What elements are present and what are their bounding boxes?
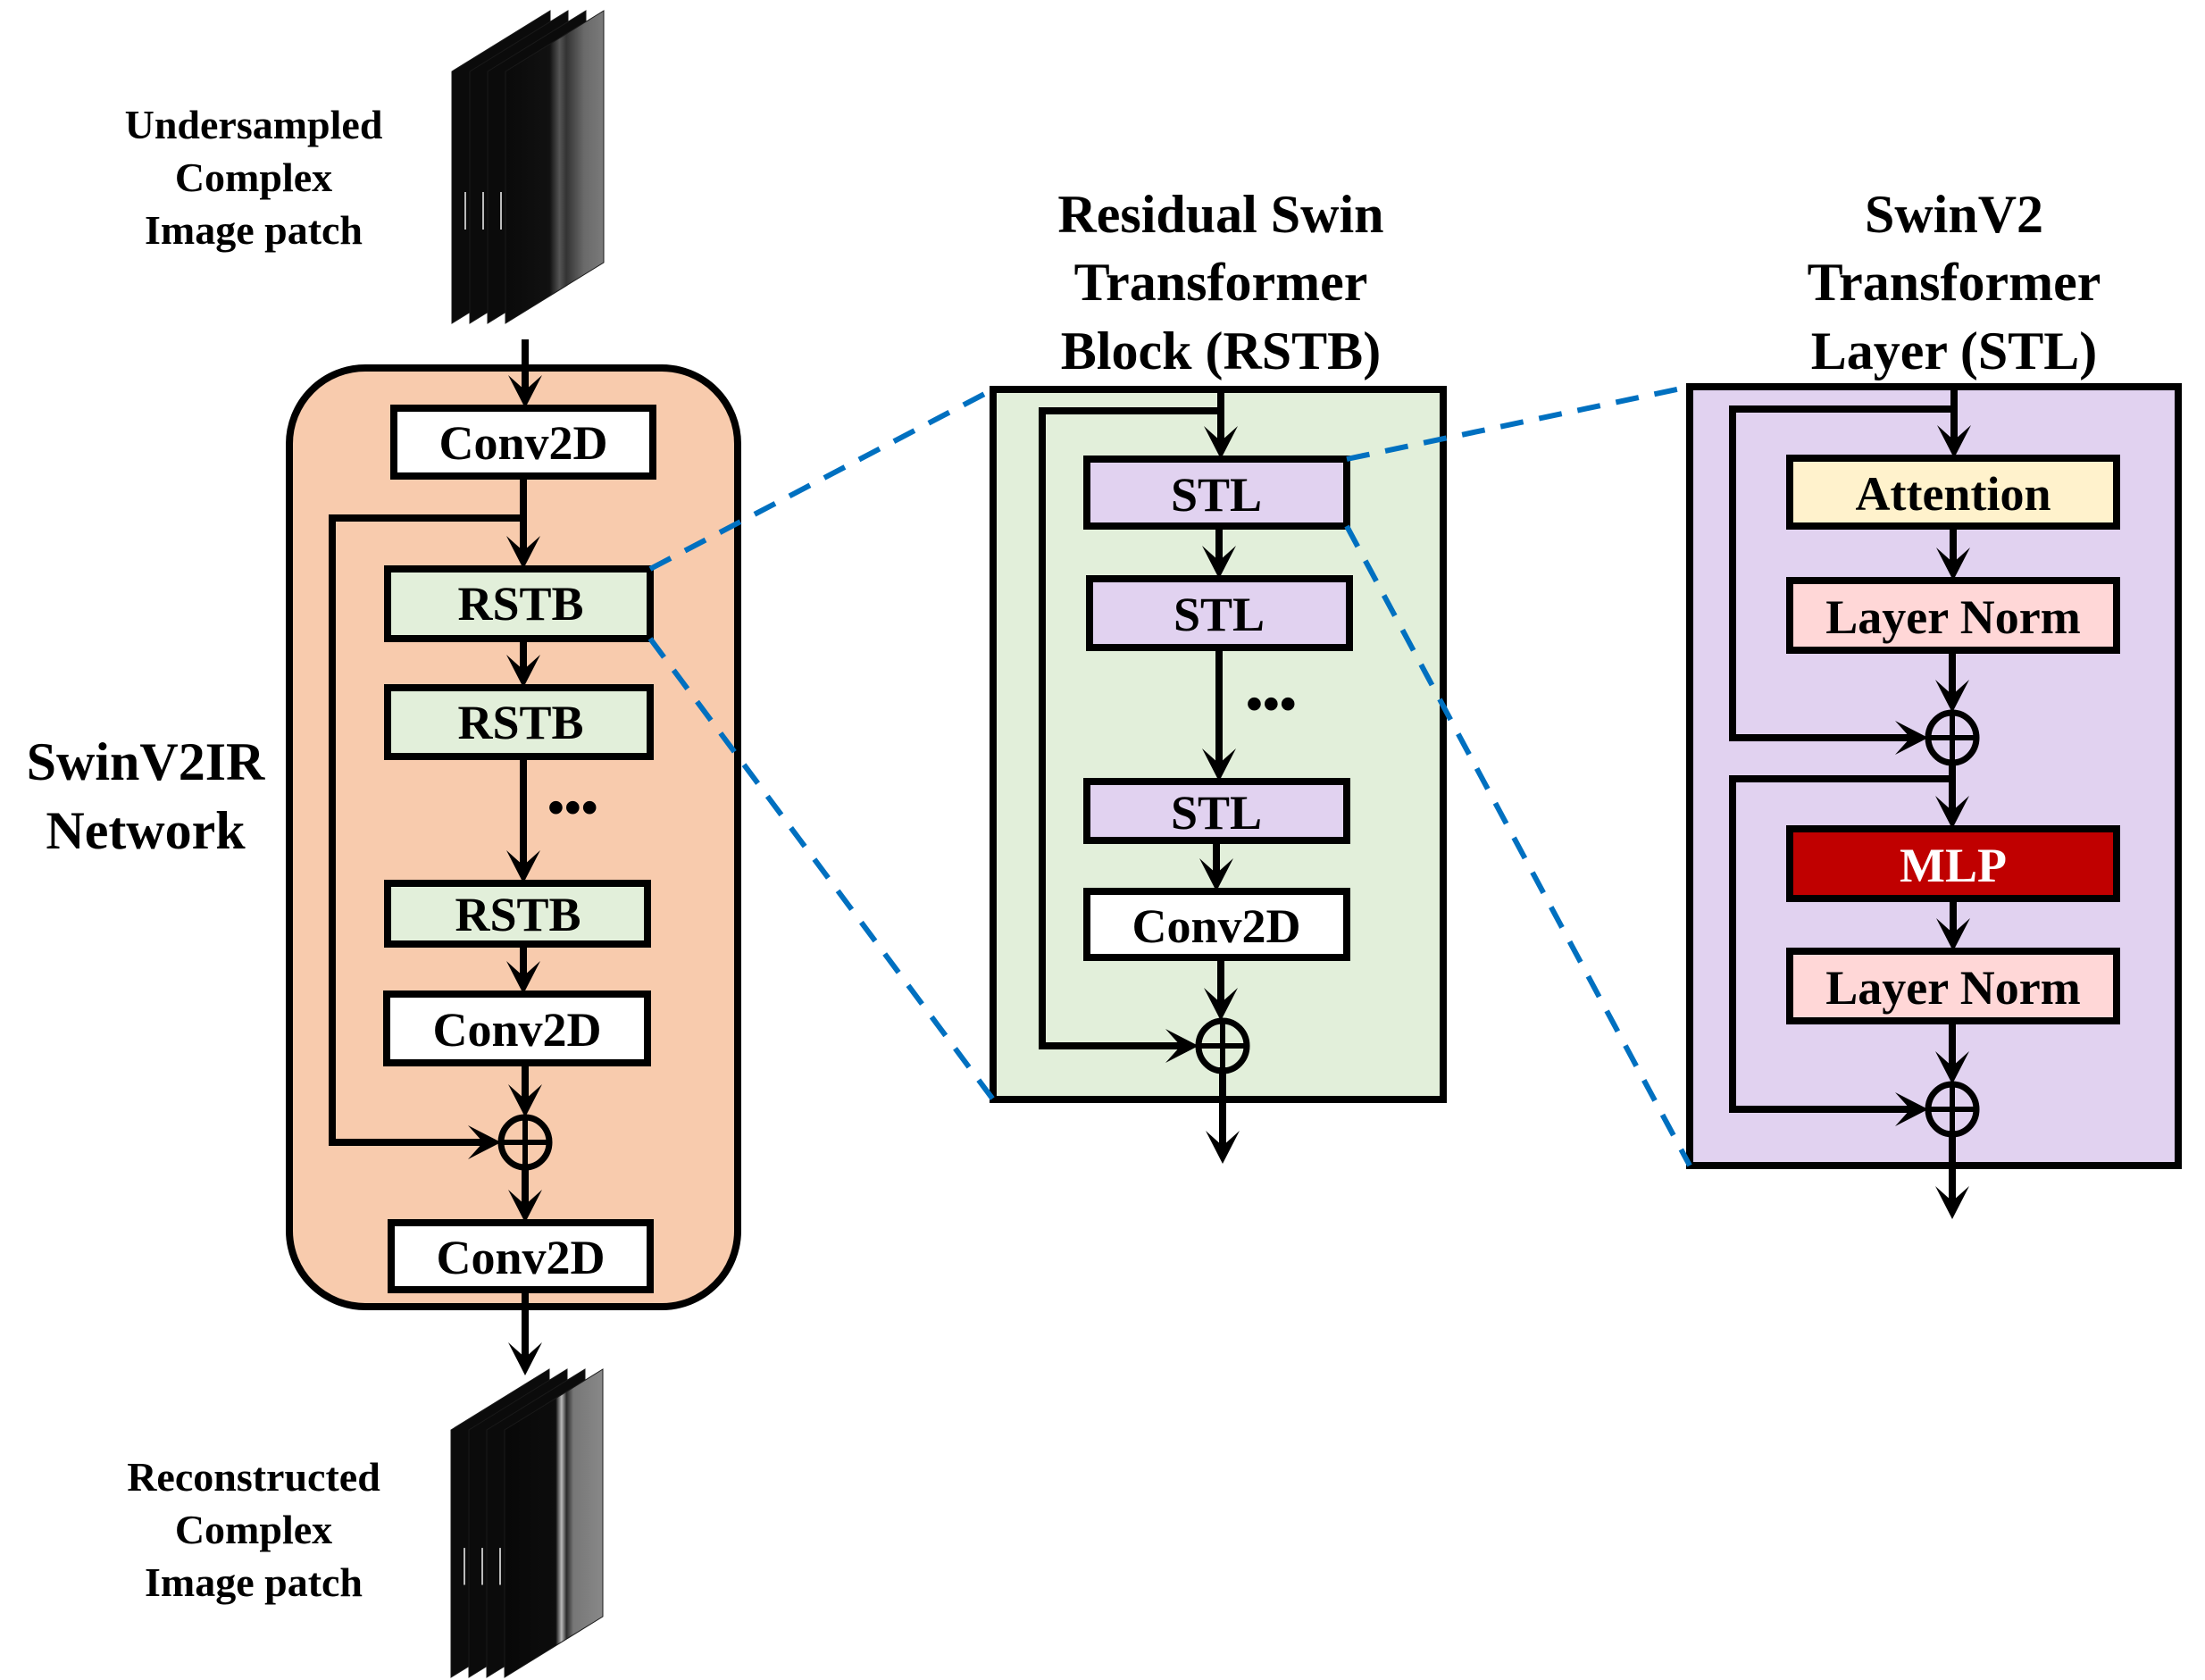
- arrow-down-icon: [1935, 1186, 1969, 1219]
- zoom-connector-4: [1344, 524, 1692, 1167]
- input-label-line-3: Image patch: [145, 207, 363, 253]
- image-slice: [504, 1368, 604, 1678]
- stl-block-layernorm-2[interactable]: Layer Norm: [1786, 948, 2120, 1024]
- rstb-block-stl-1[interactable]: STL: [1083, 456, 1350, 530]
- arrow-down-icon: [1935, 1051, 1969, 1084]
- network-block-rstb-2-label: RSTB: [457, 696, 583, 749]
- rstb-connections: [1039, 386, 1240, 1164]
- network-label-line-1: SwinV2IR: [27, 732, 265, 791]
- image-slice: [505, 10, 605, 324]
- rstb-block-stl-2-label: STL: [1173, 588, 1265, 641]
- network-block-conv-out[interactable]: Conv2D: [388, 1219, 654, 1293]
- stl-block-layernorm-1-label: Layer Norm: [1825, 590, 2080, 644]
- arrow-down-icon: [1204, 426, 1238, 459]
- zoom-connectors: [647, 384, 1692, 1167]
- stl-block-layernorm-2-label: Layer Norm: [1825, 961, 2080, 1015]
- stl-title-line-1: SwinV2: [1865, 185, 2043, 244]
- arrow-down-icon: [1204, 988, 1238, 1021]
- arrow-down-icon: [1199, 858, 1233, 891]
- rstb-block-stl-2[interactable]: STL: [1086, 575, 1353, 651]
- network-block-conv-in[interactable]: Conv2D: [390, 405, 656, 480]
- rstb-title: Residual Swin Transformer Block (RSTB): [1057, 185, 1383, 380]
- arrow-down-icon: [508, 375, 542, 408]
- network-connections: [329, 339, 542, 1375]
- arrow-down-icon: [506, 961, 540, 994]
- network-label: SwinV2IR Network: [27, 732, 265, 860]
- output-label-line-3: Image patch: [145, 1559, 363, 1605]
- rstb-skip-connection: [1039, 407, 1221, 1049]
- stl-block-mlp-label: MLP: [1900, 839, 2007, 892]
- arrow-right-icon: [1895, 721, 1928, 755]
- arrow-down-icon: [1202, 748, 1236, 781]
- network-block-rstb-1-label: RSTB: [457, 577, 583, 631]
- rstb-title-line-1: Residual Swin: [1057, 185, 1383, 244]
- stl-block-mlp[interactable]: MLP: [1786, 825, 2120, 902]
- arrow-down-icon: [1202, 546, 1236, 579]
- input-label-line-2: Complex: [175, 155, 332, 200]
- rstb-block-conv[interactable]: Conv2D: [1083, 888, 1350, 961]
- network-skip-connection: [329, 514, 523, 1146]
- stl-title-line-3: Layer (STL): [1811, 322, 2098, 380]
- arrow-down-icon: [1936, 918, 1970, 951]
- stl-add-icon-2: [1925, 1081, 1980, 1138]
- network-block-rstb-n[interactable]: RSTB: [384, 880, 651, 948]
- arrow-right-icon: [1165, 1029, 1199, 1063]
- output-image-stack: [450, 1368, 604, 1678]
- stl-block-attention-label: Attention: [1856, 467, 2051, 521]
- zoom-connector-2: [647, 637, 996, 1101]
- output-label-line-2: Complex: [175, 1507, 332, 1552]
- stl-block-layernorm-1[interactable]: Layer Norm: [1786, 577, 2120, 654]
- network-block-rstb-1[interactable]: RSTB: [384, 565, 654, 642]
- network-add-icon: [497, 1114, 553, 1171]
- arrow-down-icon: [1935, 680, 1969, 713]
- rstb-title-line-2: Transformer: [1074, 253, 1368, 312]
- rstb-ellipsis: •••: [1246, 677, 1297, 731]
- network-block-rstb-n-label: RSTB: [455, 888, 580, 941]
- output-label-line-1: Reconstructed: [127, 1454, 380, 1500]
- stl-add-icon-1: [1925, 709, 1980, 766]
- network-block-conv-mid-label: Conv2D: [432, 1003, 601, 1057]
- arrow-down-icon: [1936, 547, 1970, 581]
- rstb-block-conv-label: Conv2D: [1132, 899, 1300, 953]
- arrow-down-icon: [506, 536, 540, 569]
- stl-block-attention[interactable]: Attention: [1786, 455, 2120, 530]
- arrow-down-icon: [1937, 425, 1971, 458]
- rstb-add-icon: [1195, 1017, 1250, 1074]
- rstb-title-line-3: Block (RSTB): [1061, 322, 1381, 380]
- arrow-down-icon: [1935, 796, 1969, 829]
- arrow-right-icon: [1895, 1092, 1928, 1126]
- arrow-down-icon: [508, 1084, 542, 1117]
- arrow-down-icon: [506, 655, 540, 688]
- arrow-down-icon: [508, 1190, 542, 1223]
- stl-skip-connection-2: [1729, 775, 1952, 1113]
- arrow-down-icon: [506, 850, 540, 883]
- zoom-connector-3: [1346, 384, 1691, 462]
- network-label-line-2: Network: [46, 801, 246, 860]
- output-label: Reconstructed Complex Image patch: [127, 1454, 380, 1605]
- network-block-conv-mid[interactable]: Conv2D: [383, 990, 651, 1066]
- network-block-rstb-2[interactable]: RSTB: [384, 684, 654, 760]
- network-ellipsis: •••: [547, 781, 598, 834]
- stl-title-line-2: Transformer: [1808, 253, 2101, 312]
- network-block-conv-out-label: Conv2D: [436, 1231, 605, 1284]
- input-label: Undersampled Complex Image patch: [125, 102, 383, 253]
- arrow-down-icon: [508, 1342, 542, 1375]
- stl-title: SwinV2 Transformer Layer (STL): [1808, 185, 2101, 380]
- input-label-line-1: Undersampled: [125, 102, 383, 147]
- network-block-conv-in-label: Conv2D: [438, 416, 607, 470]
- stl-connections: [1729, 383, 1971, 1219]
- arrow-right-icon: [468, 1125, 501, 1159]
- rstb-block-stl-n-label: STL: [1171, 786, 1262, 840]
- rstb-block-stl-n[interactable]: STL: [1083, 778, 1350, 844]
- stl-skip-connection-1: [1729, 405, 1954, 741]
- input-image-stack: [451, 10, 605, 324]
- zoom-connector-1: [648, 387, 995, 572]
- arrow-down-icon: [1206, 1131, 1240, 1164]
- rstb-block-stl-1-label: STL: [1171, 468, 1262, 522]
